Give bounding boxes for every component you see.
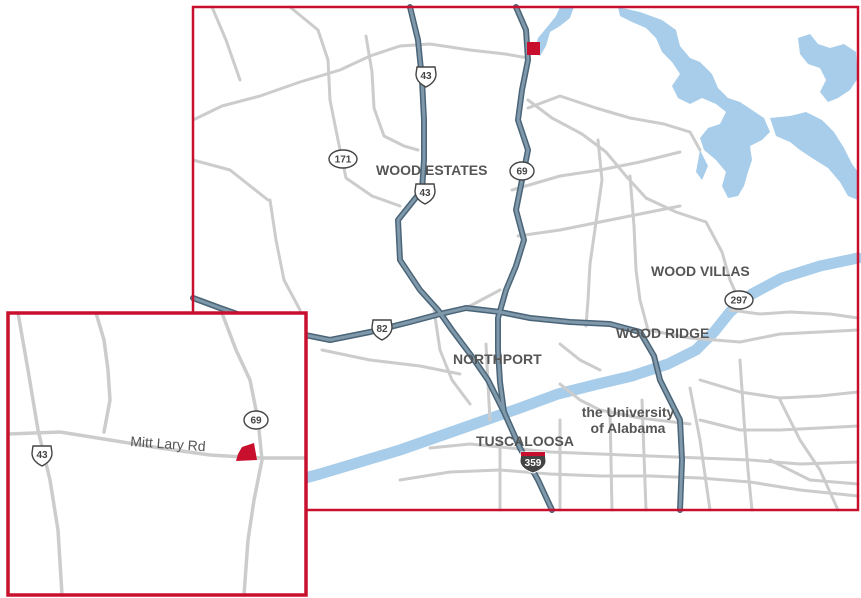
inset-us-43-shield: 43	[31, 445, 53, 467]
lake-arm-northeast	[798, 34, 858, 102]
svg-text:171: 171	[335, 155, 352, 166]
al-69-shield: 69	[509, 161, 535, 181]
svg-text:69: 69	[516, 167, 528, 178]
location-marker[interactable]	[527, 42, 540, 55]
place-labels: WOOD ESTATES WOOD VILLAS WOOD RIDGE NORT…	[376, 162, 750, 449]
label-wood-ridge: WOOD RIDGE	[616, 325, 709, 341]
us-82-shield: 82	[371, 319, 393, 341]
label-university-line1: the University	[582, 404, 675, 420]
lake-arm-top	[534, 7, 574, 56]
lake-cove	[696, 150, 708, 180]
svg-text:43: 43	[36, 450, 48, 461]
svg-text:82: 82	[376, 324, 388, 335]
label-northport: NORTHPORT	[453, 351, 542, 367]
label-university-line2: of Alabama	[591, 420, 666, 436]
al-297-shield: 297	[724, 290, 754, 310]
i-359-shield: 359	[519, 451, 547, 474]
us-43-shield-mid: 43	[414, 183, 436, 205]
lake-arm-east	[770, 112, 858, 200]
svg-text:43: 43	[419, 188, 431, 199]
us-43-shield-north: 43	[415, 66, 437, 88]
svg-text:43: 43	[420, 71, 432, 82]
main-map-frame	[191, 5, 860, 512]
inset-road-mitt-lary	[6, 430, 308, 460]
inset-street-label: Mitt Lary Rd	[130, 433, 206, 454]
al-69-route	[496, 5, 530, 414]
inset-map: Mitt Lary Rd 69 43	[6, 311, 308, 597]
label-wood-villas: WOOD VILLAS	[651, 263, 750, 279]
water-features	[534, 7, 858, 200]
inset-property-parcel[interactable]	[236, 443, 257, 461]
label-wood-estates: WOOD ESTATES	[376, 162, 487, 178]
black-warrior-river	[299, 252, 861, 484]
svg-text:69: 69	[250, 416, 262, 427]
svg-text:359: 359	[525, 458, 542, 469]
al-171-shield: 171	[328, 149, 358, 169]
svg-text:297: 297	[731, 296, 748, 307]
us-43-route	[396, 5, 554, 512]
inset-road-69	[220, 311, 264, 597]
lake-tuscaloosa	[618, 7, 770, 198]
label-tuscaloosa: TUSCALOOSA	[476, 433, 574, 449]
inset-road-north	[94, 311, 112, 434]
inset-al-69-shield: 69	[243, 410, 269, 430]
inset-map-frame	[6, 311, 308, 597]
